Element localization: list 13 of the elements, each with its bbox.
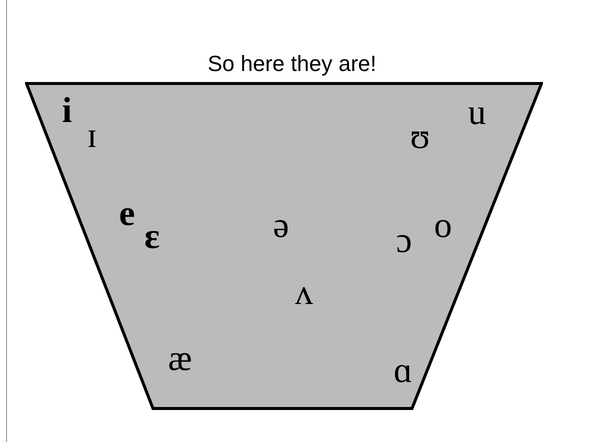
vowel-symbol: ʌ [295,274,313,310]
vowel-symbol: æ [168,340,192,376]
vowel-symbol: o [434,207,452,243]
vowel-symbol: u [468,94,486,130]
vowel-symbol: e [119,195,135,231]
vowel-symbol: ɪ [87,117,97,153]
vowel-symbol: ɛ [144,218,160,254]
vowel-symbol: i [62,92,72,128]
vowel-symbol: ɔ [396,222,412,258]
chart-title: So here they are! [208,53,376,75]
vowel-symbol: ə [273,207,289,243]
vowel-symbol: ʊ [410,118,430,154]
vowel-symbol: ɑ [394,352,412,388]
